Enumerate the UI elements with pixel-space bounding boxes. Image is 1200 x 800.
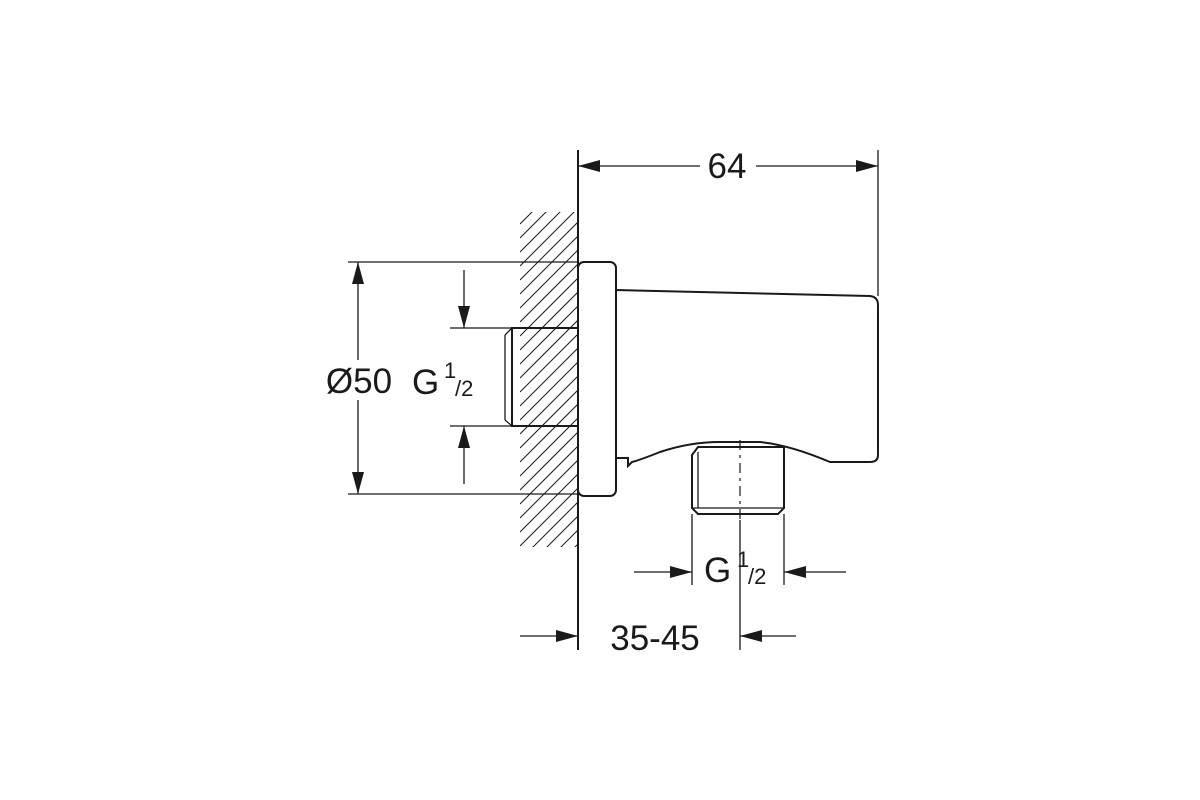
- hatch-line: [520, 221, 578, 281]
- outlet-body: [615, 288, 879, 469]
- hatch-line: [520, 333, 578, 393]
- dimension-64: 64: [578, 147, 878, 186]
- thread-inlet-numerator: 1: [444, 358, 456, 383]
- hatch-line: [520, 212, 561, 253]
- hatch-line: [520, 403, 578, 463]
- hatch-line: [520, 375, 578, 435]
- dimension-35-45-label: 35-45: [610, 619, 700, 658]
- hatch-line: [532, 501, 578, 547]
- hatch-line: [520, 417, 578, 477]
- hatch-line: [520, 445, 578, 505]
- hatch-line: [520, 487, 578, 547]
- hatch-line: [560, 529, 578, 547]
- wall-flange: [577, 261, 617, 497]
- thread-outlet-denominator: /2: [748, 564, 766, 589]
- hatch-line: [520, 212, 575, 267]
- hatch-line: [520, 277, 578, 337]
- hatch-line: [520, 600, 578, 658]
- hatch-line: [520, 459, 578, 519]
- hatch-line: [520, 212, 533, 225]
- dimension-diameter-50: Ø50: [318, 262, 400, 494]
- hatch-line: [520, 614, 578, 672]
- hatch-line: [520, 319, 578, 379]
- dimension-64-label: 64: [708, 147, 747, 186]
- outlet-connector: [691, 446, 785, 515]
- hatch-line: [520, 361, 578, 421]
- hatch-line: [520, 347, 578, 407]
- dimension-thread-inlet: G 1 /2: [412, 270, 473, 484]
- hatch-line: [520, 263, 578, 323]
- hatch-line: [520, 572, 578, 630]
- thread-inlet-letter: G: [412, 363, 439, 402]
- hatch-line: [520, 291, 578, 351]
- dimension-thread-outlet: G 1 /2: [634, 547, 846, 590]
- hatch-line: [574, 543, 578, 547]
- thread-inlet-denominator: /2: [455, 376, 473, 401]
- diameter-50-label: Ø50: [326, 362, 392, 401]
- wall-hatching: [520, 152, 578, 672]
- hatch-line: [520, 249, 578, 309]
- hatch-line: [520, 235, 578, 295]
- hatch-line: [520, 431, 578, 491]
- thread-outlet-numerator: 1: [737, 547, 749, 572]
- hatch-line: [520, 473, 578, 533]
- hatch-line: [546, 515, 578, 547]
- dimension-35-45: 35-45: [520, 619, 796, 658]
- hatch-line: [520, 212, 547, 239]
- hatch-line: [520, 389, 578, 449]
- inlet-connector: [511, 327, 579, 427]
- hatch-line: [520, 305, 578, 365]
- hatch-line: [520, 152, 578, 210]
- hatch-line: [520, 558, 578, 616]
- thread-outlet-letter: G: [704, 551, 731, 590]
